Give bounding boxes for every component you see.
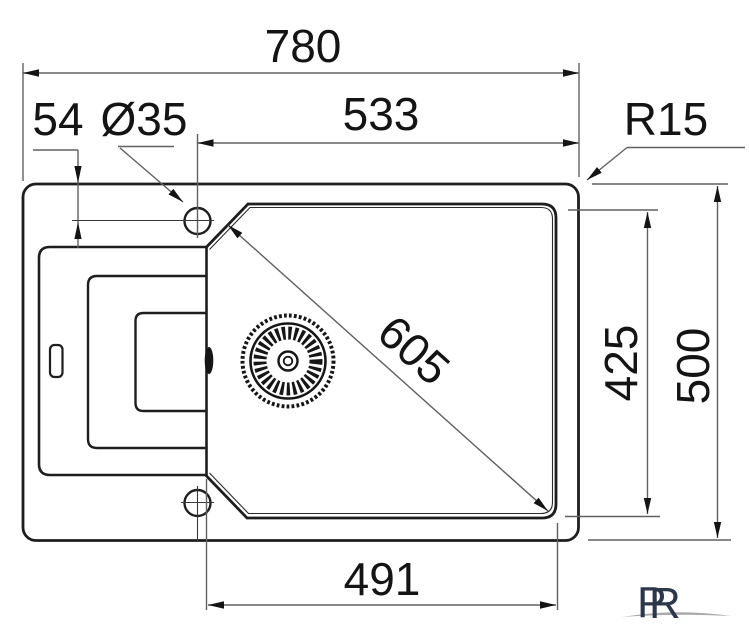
dim-label-780: 780 — [265, 20, 342, 72]
dim-bowl-depth: 425 — [565, 209, 660, 518]
watermark-letter-r: R — [649, 579, 681, 628]
strainer-center-hole — [282, 355, 294, 367]
dim-label-605: 605 — [368, 305, 460, 395]
drainboard-step-3 — [134, 311, 207, 413]
arrowhead-down — [74, 166, 82, 183]
drain-strainer-icon — [240, 313, 336, 409]
dim-label-r15: R15 — [624, 93, 708, 145]
dim-corner-radius: R15 — [586, 93, 745, 181]
dim-bowl-top-width: 533 — [196, 88, 579, 238]
dim-bowl-diagonal: 605 — [227, 224, 549, 512]
watermark-swoosh — [622, 612, 731, 617]
dim-tap-diameter: Ø35 — [101, 93, 188, 203]
dim-label-54: 54 — [32, 93, 83, 145]
dim-bowl-bottom-width: 491 — [205, 479, 559, 610]
drainboard-step-2 — [86, 274, 207, 450]
sink-rim — [21, 182, 580, 542]
dim-tap-offset: 54 — [32, 93, 214, 248]
dimension-line — [227, 224, 549, 512]
dim-label-533: 533 — [343, 88, 420, 140]
dim-label-491: 491 — [344, 553, 421, 605]
drainboard-slot — [48, 343, 64, 379]
dim-overall-depth: 500 — [588, 183, 731, 541]
strainer-hub-ring — [277, 350, 299, 372]
dim-label-425: 425 — [595, 325, 647, 402]
watermark-letter-p: P — [637, 578, 666, 627]
leader-line — [586, 146, 628, 181]
overflow-notch — [204, 347, 214, 374]
drainboard-outline — [37, 245, 207, 477]
bowl-outline — [205, 202, 558, 520]
dim-label-dia35: Ø35 — [101, 93, 188, 145]
arrowhead-up — [74, 222, 82, 239]
bowl-inner-edge — [209, 206, 554, 515]
leader-line — [119, 147, 184, 203]
strainer-spokes-ring — [253, 326, 323, 396]
sink-outline — [21, 182, 580, 542]
dim-label-500: 500 — [667, 328, 719, 405]
tap-hole-bottom — [181, 486, 214, 541]
watermark-logo: P R — [622, 578, 731, 628]
dim-overall-width: 780 — [22, 20, 580, 181]
